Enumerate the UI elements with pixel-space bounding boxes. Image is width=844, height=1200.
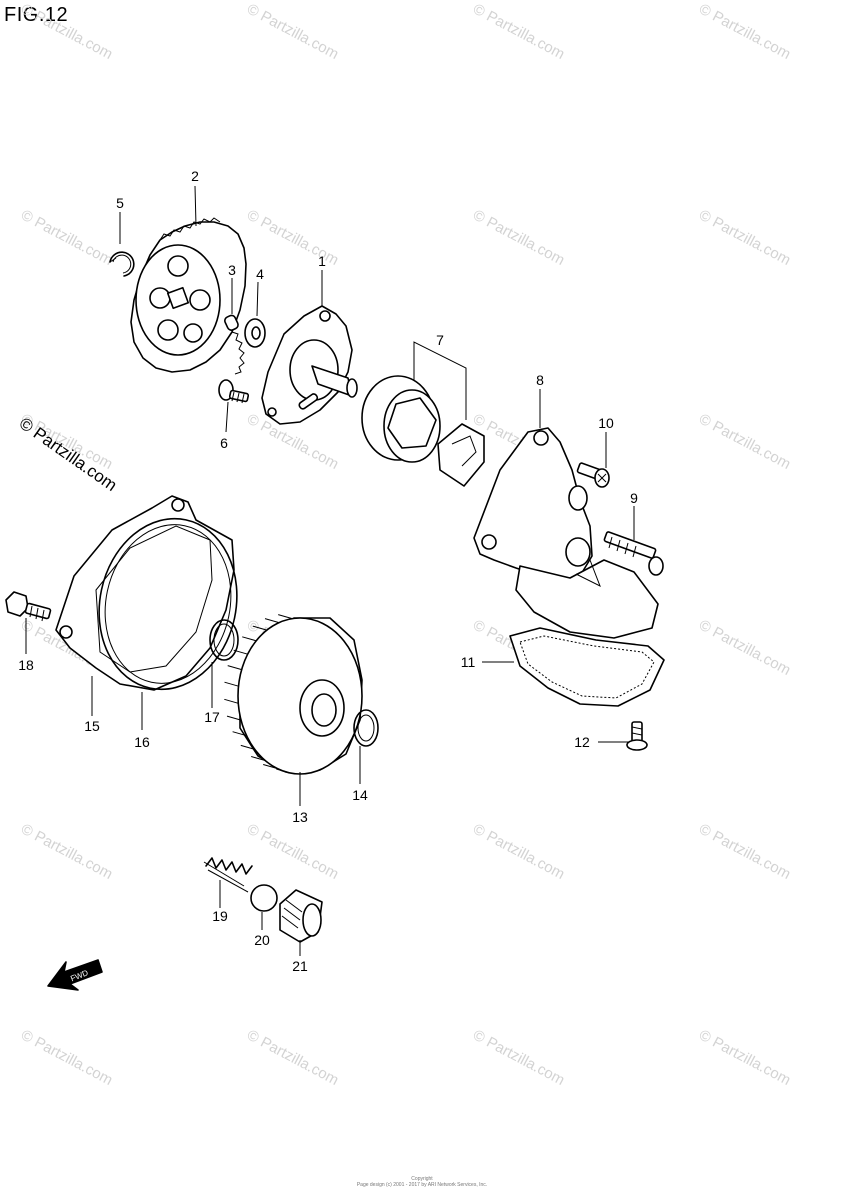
callout-7: 7 (436, 332, 444, 348)
footer-copyright: Copyright (411, 1176, 433, 1182)
watermark-tile: © Partzilla.com (696, 411, 793, 473)
part-13-oil-filter (224, 614, 363, 775)
watermark-tile: © Partzilla.com (696, 1, 793, 63)
part-7-rotor-set (361, 341, 485, 487)
filter-pleat (278, 614, 293, 620)
part-11-strainer-screen (509, 627, 665, 707)
part-18-bolt (5, 591, 52, 622)
callout-9: 9 (630, 490, 638, 506)
part-17-small-o-ring (209, 619, 239, 661)
filter-pleat (263, 764, 278, 769)
callout-17: 17 (204, 709, 220, 725)
callout-4: 4 (256, 266, 264, 282)
part-15-filter-cover (55, 495, 235, 691)
watermark-tile: © Partzilla.com (18, 207, 115, 269)
part-12-screw (626, 721, 648, 751)
callout-21: 21 (292, 958, 308, 974)
callout-13: 13 (292, 809, 308, 825)
watermark-tile: © Partzilla.com (470, 207, 567, 269)
leader-lines (25, 185, 635, 956)
filter-pleat (242, 636, 257, 642)
filter-pleat (233, 649, 248, 655)
watermark-tile: © Partzilla.com (244, 1, 341, 63)
filter-pleat (240, 744, 255, 750)
part-10-screw (576, 462, 610, 488)
filter-pleat (251, 756, 266, 761)
watermark-tile: © Partzilla.com (18, 821, 115, 883)
filter-pleat (226, 715, 242, 721)
watermark-tile: © Partzilla.com (244, 1027, 341, 1089)
part-20-ball (250, 884, 278, 912)
filter-pleat (252, 625, 267, 631)
callout-3: 3 (228, 262, 236, 278)
forward-arrow-icon: FWD (47, 959, 103, 991)
callout-19: 19 (212, 908, 228, 924)
part-8-strainer-housing (473, 427, 659, 639)
watermark-tile: © Partzilla.com (470, 821, 567, 883)
figure-title: FIG.12 (4, 4, 69, 26)
part-9-long-bolt (603, 531, 664, 576)
watermark-tile: © Partzilla.com (18, 1027, 115, 1089)
part-19-spring (203, 857, 253, 893)
callout-15: 15 (84, 718, 100, 734)
callout-16: 16 (134, 734, 150, 750)
callout-1: 1 (318, 253, 326, 269)
callout-6: 6 (220, 435, 228, 451)
filter-pleat (264, 618, 280, 624)
watermark-tile: © Partzilla.com (470, 1, 567, 63)
part-16-o-ring (98, 517, 238, 691)
callout-2: 2 (191, 168, 199, 184)
watermark-tile: © Partzilla.com (470, 1027, 567, 1089)
watermark-tile: © Partzilla.com (696, 207, 793, 269)
callout-labels: 2 5 3 4 1 7 8 6 10 9 18 11 15 17 16 12 1… (18, 168, 638, 974)
filter-pleat (227, 665, 242, 671)
watermark-tile: © Partzilla.com (244, 207, 341, 269)
part-21-valve-plug (279, 889, 323, 943)
part-4-washer (244, 318, 266, 348)
callout-14: 14 (352, 787, 368, 803)
watermark-tile: © Partzilla.com (696, 821, 793, 883)
part-5-circlip (109, 251, 135, 277)
callout-20: 20 (254, 932, 270, 948)
watermark-tile: © Partzilla.com (696, 1027, 793, 1089)
filter-pleat (276, 768, 291, 774)
footer-page-design: Page design (c) 2001 - 2017 by ARI Netwo… (356, 1182, 488, 1188)
callout-8: 8 (536, 372, 544, 388)
watermark-tile: © Partzilla.com (244, 821, 341, 883)
callout-10: 10 (598, 415, 614, 431)
part-6-screw (218, 379, 250, 404)
filter-pleat (224, 698, 239, 704)
watermark-tile: © Partzilla.com (696, 617, 793, 679)
part-14-o-ring (353, 709, 379, 747)
part-3-pin (224, 314, 239, 331)
watermark-tile: © Partzilla.com (18, 1, 115, 63)
callout-5: 5 (116, 195, 124, 211)
callout-18: 18 (18, 657, 34, 673)
part-1-oil-pump (261, 305, 358, 425)
callout-11: 11 (461, 654, 476, 670)
filter-pleat (224, 681, 239, 687)
part-2-driven-gear (130, 217, 247, 375)
filter-pleat (232, 731, 247, 737)
callout-12: 12 (574, 734, 590, 750)
